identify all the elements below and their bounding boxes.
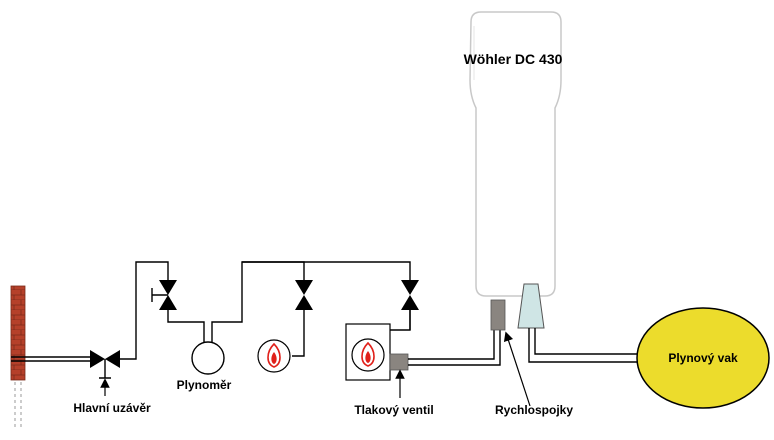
arrow-icon	[503, 331, 531, 407]
main-valve-label: Hlavní uzávěr	[73, 401, 151, 415]
gas-bag	[636, 307, 770, 409]
quick-couplings-label: Rychlospojky	[495, 403, 573, 417]
gas-meter-label: Plynoměr	[177, 378, 232, 392]
device-label: Wöhler DC 430	[464, 51, 563, 67]
main-valve-icon[interactable]	[90, 350, 120, 379]
gas-piping	[11, 261, 411, 362]
flame-icon	[361, 341, 375, 367]
quick-coupling-teal[interactable]	[517, 283, 545, 329]
pressure-valve-label: Tlakový ventil	[354, 403, 433, 417]
meter-valve-icon[interactable]	[151, 280, 177, 310]
appliance-box	[345, 310, 411, 381]
brick-wall-icon	[10, 285, 26, 430]
quick-coupling-grey[interactable]	[490, 299, 506, 331]
pressure-valve-icon[interactable]	[389, 353, 409, 371]
flame-icon	[257, 339, 291, 373]
appliance-valve-icon[interactable]	[401, 280, 419, 310]
gas-bag-label: Plynový vak	[668, 351, 738, 365]
wohler-device	[469, 11, 562, 297]
gas-meter-icon	[191, 341, 225, 375]
burner-valve-icon[interactable]	[295, 280, 313, 310]
